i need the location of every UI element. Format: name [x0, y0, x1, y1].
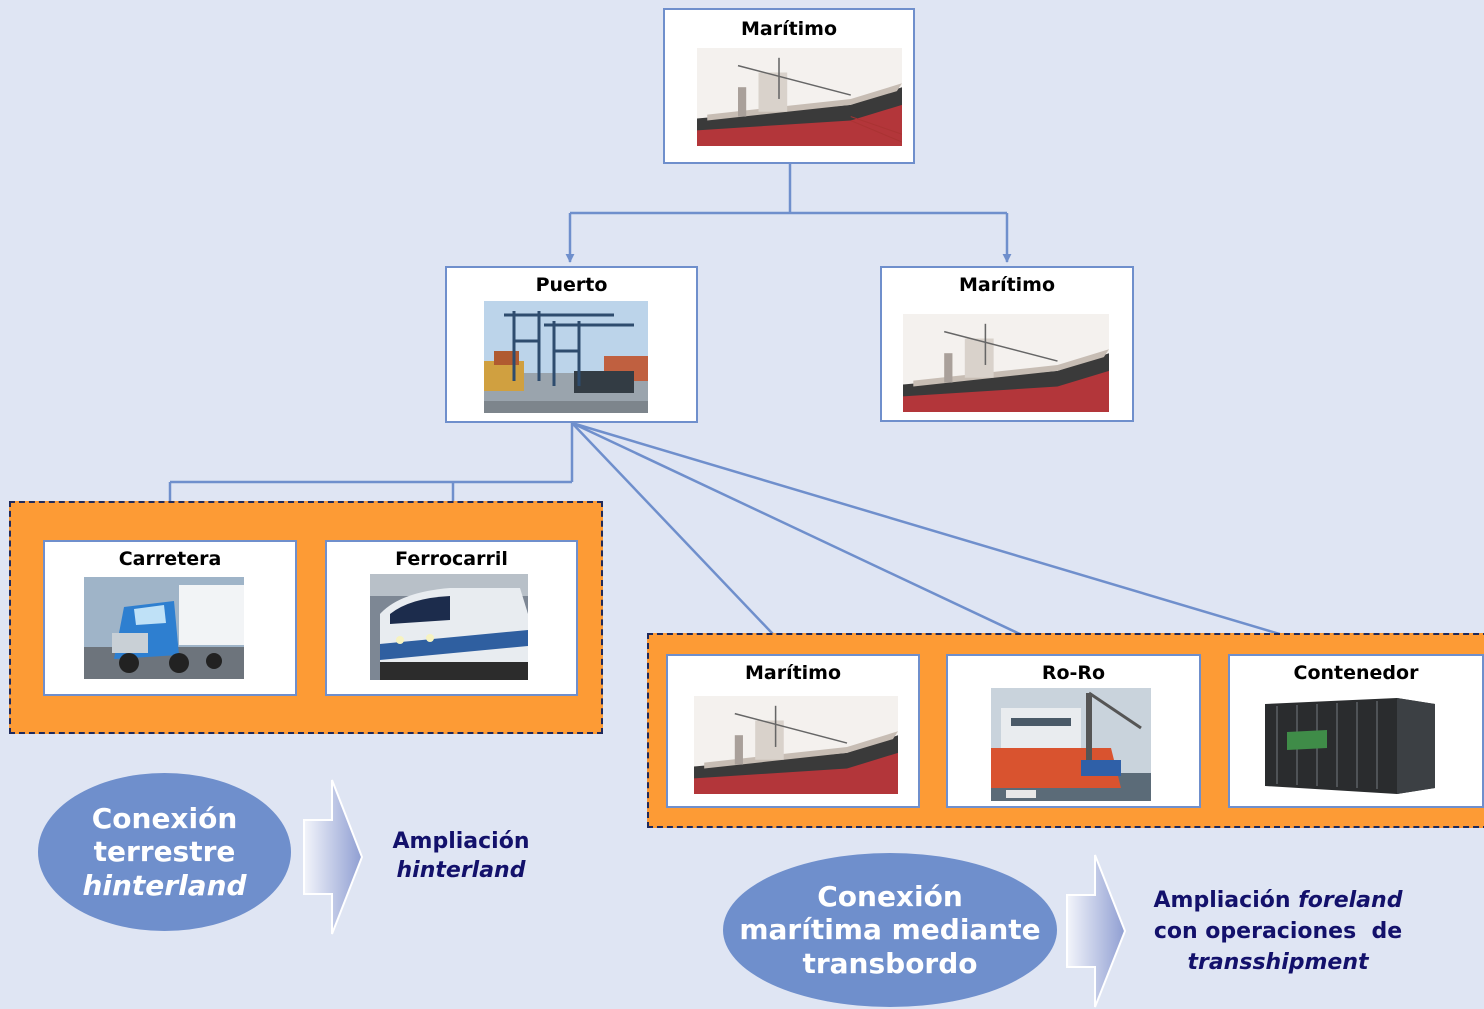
ship-picture — [697, 48, 902, 146]
node-puerto: Puerto — [445, 266, 698, 423]
note-line-2: con operaciones de — [1153, 918, 1403, 944]
foreland-note: Ampliación foreland con operaciones de t… — [1128, 886, 1428, 978]
node-maritimo-right: Marítimo — [880, 266, 1134, 422]
node-label: Puerto — [535, 274, 608, 296]
node-label: Carretera — [118, 548, 222, 570]
note-line: Ampliación — [392, 829, 530, 854]
hinterland-connection-ellipse: Conexión terrestre hinterland — [38, 773, 291, 931]
node-label: Marítimo — [740, 18, 838, 40]
hinterland-note: Ampliación hinterland — [368, 828, 554, 885]
note-line-1: Ampliación foreland — [1128, 886, 1428, 917]
note-text-italic: foreland — [1298, 888, 1403, 913]
ship-picture — [903, 314, 1109, 412]
transshipment-connection-ellipse: Conexión marítima mediante transbordo — [723, 853, 1057, 1007]
ellipse-line: terrestre — [93, 835, 236, 869]
node-maritimo-bottom: Marítimo — [666, 654, 920, 808]
note-line: hinterland — [396, 857, 526, 883]
connector-to-roro — [571, 421, 1059, 654]
ellipse-line: transbordo — [802, 946, 978, 980]
node-roro: Ro-Ro — [946, 654, 1201, 808]
connector-to-maritimo-bottom — [571, 422, 791, 653]
container-picture — [1257, 692, 1442, 796]
roro-ship-picture — [991, 688, 1151, 801]
ellipse-line: marítima mediante — [739, 913, 1041, 947]
ship-picture — [694, 696, 898, 794]
connector-to-contenedor — [571, 421, 1341, 654]
chevron-arrow-icon — [303, 779, 364, 935]
node-label: Marítimo — [958, 274, 1056, 296]
train-picture — [370, 574, 528, 680]
node-label: Ferrocarril — [395, 548, 508, 570]
node-label: Ro-Ro — [1041, 662, 1106, 684]
node-label: Contenedor — [1293, 662, 1419, 684]
truck-picture — [84, 577, 244, 679]
node-carretera: Carretera — [43, 540, 297, 696]
node-maritimo-top: Marítimo — [663, 8, 915, 164]
note-text: Ampliación — [1153, 888, 1299, 913]
node-ferrocarril: Ferrocarril — [325, 540, 578, 696]
note-line-3: transshipment — [1187, 949, 1369, 975]
chevron-arrow-icon — [1066, 854, 1127, 1008]
port-cranes-picture — [484, 301, 648, 413]
ellipse-line: hinterland — [82, 868, 247, 902]
node-label: Marítimo — [744, 662, 842, 684]
ellipse-line: Conexión — [817, 879, 963, 913]
node-contenedor: Contenedor — [1228, 654, 1484, 808]
ellipse-line: Conexión — [91, 801, 238, 835]
